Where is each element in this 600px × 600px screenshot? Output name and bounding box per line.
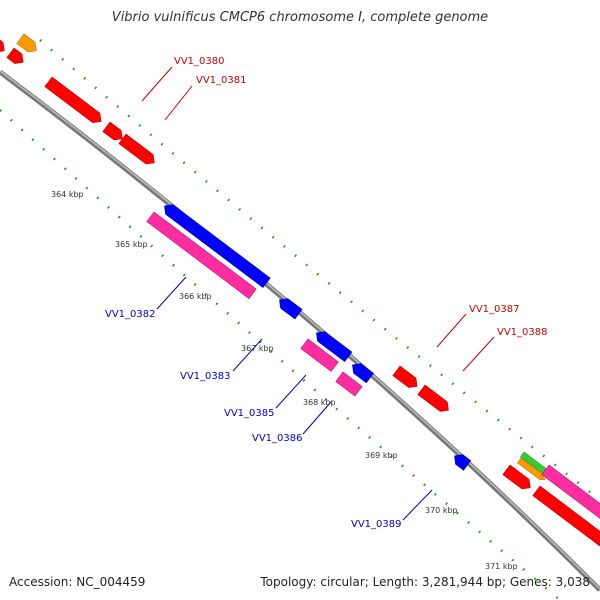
gene-label: VV1_0386 bbox=[252, 433, 303, 444]
gene-label: VV1_0381 bbox=[196, 75, 247, 86]
forward-cds-arrow bbox=[392, 365, 418, 388]
topology-summary: Topology: circular; Length: 3,281,944 bp… bbox=[260, 575, 590, 589]
kbp-tick-label: 367 kbp bbox=[241, 344, 274, 353]
leader-vv1-0380 bbox=[141, 66, 173, 102]
gene-labels: VV1_0380 VV1_0381 VV1_0387 VV1_0388 VV1_… bbox=[105, 56, 548, 530]
kbp-tick-label: 364 kbp bbox=[51, 190, 84, 199]
gene-label: VV1_0388 bbox=[497, 327, 548, 338]
forward-cds-arrow bbox=[102, 121, 123, 141]
accession-label: Accession: NC_004459 bbox=[9, 575, 146, 589]
outer-tick-track bbox=[39, 39, 600, 501]
forward-cds-arrow bbox=[417, 384, 449, 412]
label-leaders bbox=[141, 66, 495, 521]
forward-features bbox=[0, 33, 600, 551]
kbp-tick-label: 366 kbp bbox=[179, 292, 212, 301]
reverse-features bbox=[146, 204, 472, 471]
orange-feature-arrow bbox=[16, 33, 37, 53]
leader-vv1-0385 bbox=[275, 374, 307, 409]
leader-vv1-0386 bbox=[302, 401, 332, 435]
kbp-tick-label: 365 kbp bbox=[115, 240, 148, 249]
pink-feature-arrow bbox=[541, 464, 600, 530]
kbp-tick-label: 370 kbp bbox=[425, 506, 458, 515]
gene-label: VV1_0385 bbox=[224, 408, 275, 419]
pink-feature-arrow bbox=[146, 211, 257, 299]
pink-feature-arrow bbox=[300, 338, 339, 372]
reverse-cds-arrow bbox=[316, 331, 353, 363]
leader-vv1-0389 bbox=[402, 489, 433, 521]
gene-label: VV1_0387 bbox=[469, 304, 520, 315]
tick-tracks bbox=[0, 39, 600, 600]
orange-feature-arrow bbox=[517, 457, 546, 480]
map-title: Vibrio vulnificus CMCP6 chromosome I, co… bbox=[111, 10, 489, 25]
kbp-tick-label: 371 kbp bbox=[485, 562, 518, 571]
leader-vv1-0381 bbox=[164, 85, 193, 121]
leader-vv1-0383 bbox=[232, 338, 263, 372]
reverse-cds-arrow bbox=[279, 298, 303, 320]
forward-cds-arrow bbox=[118, 133, 155, 165]
forward-cds-arrow bbox=[0, 33, 5, 53]
inner-tick-track bbox=[0, 109, 561, 600]
forward-cds-arrow bbox=[44, 76, 102, 123]
kbp-tick-label: 369 kbp bbox=[365, 451, 398, 460]
gene-label: VV1_0382 bbox=[105, 309, 156, 320]
reverse-cds-arrow bbox=[164, 204, 271, 288]
reverse-cds-arrow bbox=[454, 454, 472, 471]
genome-backbone-highlight bbox=[0, 70, 600, 590]
kbp-tick-labels: 364 kbp 365 kbp 366 kbp 367 kbp 368 kbp … bbox=[51, 190, 518, 571]
leader-vv1-0387 bbox=[436, 313, 467, 348]
leader-vv1-0388 bbox=[462, 336, 495, 372]
gene-label: VV1_0380 bbox=[174, 56, 225, 67]
forward-cds-arrow bbox=[502, 464, 531, 490]
forward-cds-arrow bbox=[6, 47, 24, 64]
gene-label: VV1_0389 bbox=[351, 519, 402, 530]
kbp-tick-label: 368 kbp bbox=[303, 398, 336, 407]
reverse-cds-arrow bbox=[352, 363, 374, 384]
pink-feature-arrow bbox=[335, 371, 363, 397]
leader-vv1-0382 bbox=[156, 276, 187, 310]
gene-label: VV1_0383 bbox=[180, 371, 231, 382]
